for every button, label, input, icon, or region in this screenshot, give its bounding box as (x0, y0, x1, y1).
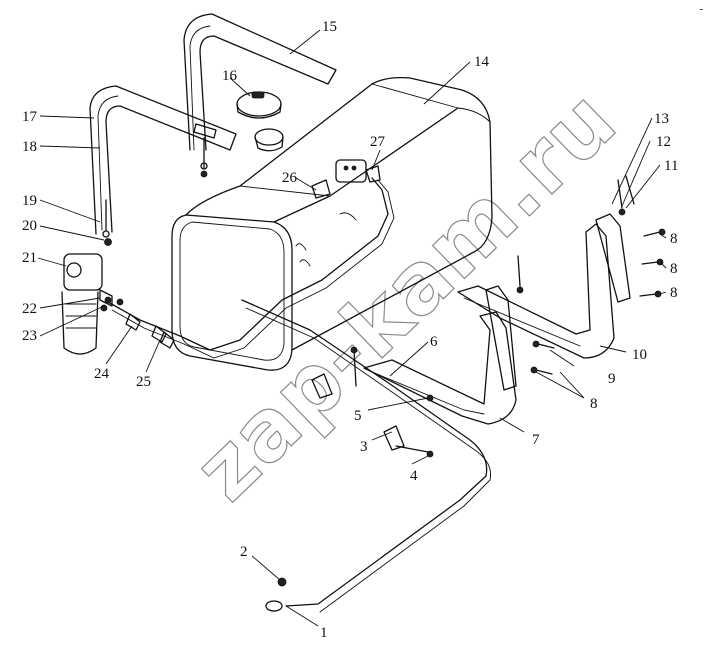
callout-25: 25 (136, 374, 151, 390)
callout-labels: 1 2 3 4 5 6 7 8 9 10 11 12 13 14 15 16 1… (22, 19, 678, 641)
callout-4: 4 (410, 468, 418, 484)
strap-bolt-hardware (102, 137, 208, 246)
callout-12: 12 (656, 134, 671, 150)
callout-7: 7 (532, 432, 540, 448)
callout-26: 26 (282, 170, 298, 186)
callout-5: 5 (354, 408, 362, 424)
callout-16: 16 (222, 68, 238, 84)
callout-13: 13 (654, 111, 669, 127)
callout-24: 24 (94, 366, 110, 382)
callout-14: 14 (474, 54, 490, 70)
callout-19: 19 (22, 193, 37, 209)
leader-lines (37, 29, 667, 627)
callout-8-d: 8 (670, 285, 678, 301)
callout-8: 8 (590, 396, 598, 412)
callout-2: 2 (240, 544, 248, 560)
callout-21: 21 (22, 250, 37, 266)
line-clamp (311, 165, 381, 199)
callout-11: 11 (664, 158, 678, 174)
bracket-upper (457, 213, 631, 359)
callout-23: 23 (22, 328, 37, 344)
callout-15: 15 (322, 19, 337, 35)
strap-front (89, 85, 237, 235)
callout-18: 18 (22, 139, 37, 155)
bracket-lower (363, 285, 517, 425)
fuel-lines (100, 177, 492, 613)
watermark-text: zap-kam.ru (176, 71, 635, 519)
callout-10: 10 (632, 347, 647, 363)
callout-27: 27 (370, 134, 386, 150)
strap-rear (183, 13, 337, 151)
callout-3: 3 (360, 439, 368, 455)
callout-17: 17 (22, 109, 38, 125)
callout-20: 20 (22, 218, 37, 234)
callout-8-b: 8 (670, 231, 678, 247)
corner-mark: ـ (699, 2, 703, 12)
fuel-tank (171, 76, 493, 371)
fuel-filter (61, 253, 113, 355)
callout-9: 9 (608, 371, 616, 387)
filler-cap (236, 91, 282, 119)
callout-22: 22 (22, 301, 37, 317)
callout-1: 1 (320, 625, 328, 641)
watermark: zap-kam.ru (175, 71, 635, 520)
line-clips (311, 346, 434, 458)
callout-6: 6 (430, 334, 438, 350)
callout-8-c: 8 (670, 261, 678, 277)
